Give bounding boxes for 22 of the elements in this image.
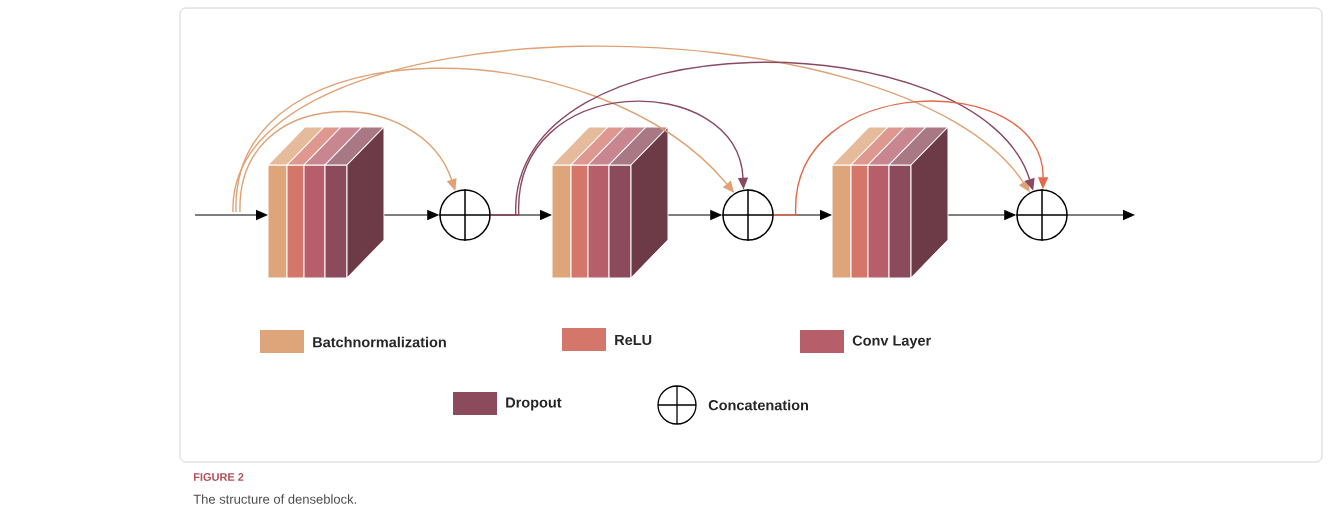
layer-block [267,126,385,279]
legend-label: Conv Layer [852,335,931,349]
layer-block [831,126,949,279]
arrow [667,210,722,220]
caption: The structure of denseblock. [193,494,357,504]
arrow [947,210,1016,220]
legend-label: Batchnormalization [313,336,446,348]
skip-connection-arrow [239,111,457,213]
legend-label: ReLU [615,334,652,346]
legend-label: Concatenation [708,399,808,411]
layer-block [551,126,669,279]
skip-connection-arrow [490,61,1035,216]
concatenation-symbol [438,188,492,242]
arrow [383,210,439,220]
skip-connection-arrow [773,100,1049,216]
skip-connection-arrow [232,45,1030,213]
concatenation-symbol [1015,188,1069,242]
legend-label: Dropout [506,397,562,411]
figure-number: FIGURE 2 [193,473,244,481]
concatenation-symbol [721,188,775,242]
arrow [1067,210,1135,220]
arrow [194,210,268,220]
